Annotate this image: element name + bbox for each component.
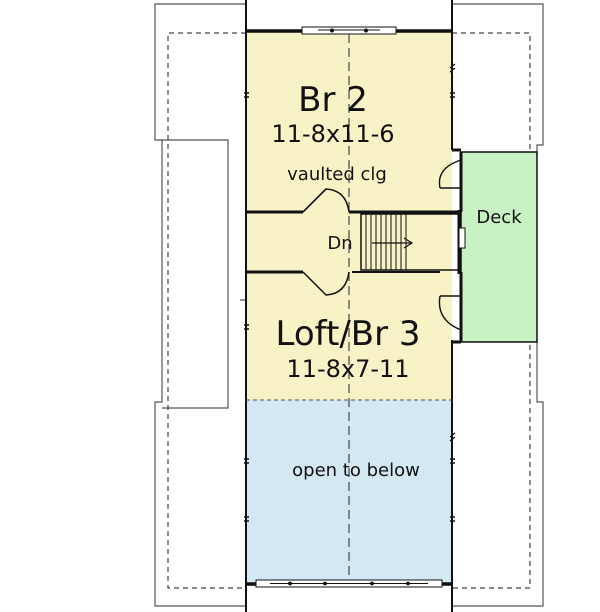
window-top <box>301 26 397 35</box>
wall-tick-marks <box>244 63 456 522</box>
deck-door-upper <box>438 152 463 212</box>
stair-down-label: Dn <box>327 233 352 254</box>
closet-door-upper <box>302 188 350 213</box>
window-bottom <box>255 579 443 588</box>
br2-name: Br 2 <box>298 80 368 120</box>
deck-area <box>461 152 537 342</box>
deck-label: Deck <box>476 207 522 228</box>
br2-ceiling-note: vaulted clg <box>287 164 387 185</box>
loft-name: Loft/Br 3 <box>275 314 420 354</box>
roof-outline-left <box>154 3 246 607</box>
deck-door-lower <box>438 272 463 342</box>
eave-dashed-lines <box>167 32 531 589</box>
br2-dimensions: 11-8x11-6 <box>271 120 394 148</box>
roof-outline-right <box>452 3 544 607</box>
open-to-below-label: open to below <box>292 460 420 481</box>
closet-door-lower <box>302 271 350 296</box>
deck-window <box>458 227 466 249</box>
loft-dimensions: 11-8x7-11 <box>286 355 409 383</box>
interior-walls <box>246 210 461 274</box>
stair-arrow <box>372 237 414 249</box>
